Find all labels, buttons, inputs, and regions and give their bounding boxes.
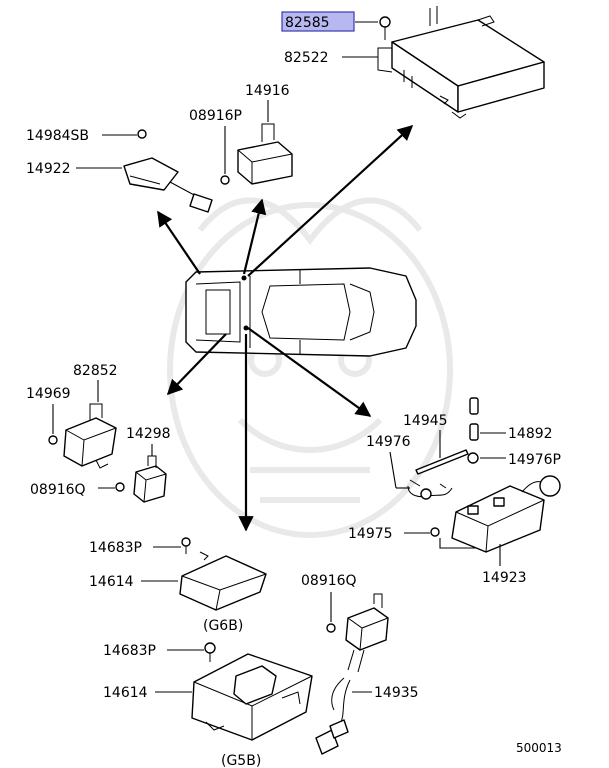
label-14922[interactable]: 14922 <box>26 161 71 177</box>
label-14984SB[interactable]: 14984SB <box>26 128 89 144</box>
label-14683P-top[interactable]: 14683P <box>89 540 142 556</box>
label-14976P[interactable]: 14976P <box>508 452 561 468</box>
label-14969[interactable]: 14969 <box>26 386 71 402</box>
label-14935[interactable]: 14935 <box>374 685 419 701</box>
label-08916Q-left[interactable]: 08916Q <box>30 482 86 498</box>
screw-08916Q-left[interactable] <box>115 482 125 492</box>
label-14892[interactable]: 14892 <box>508 426 553 442</box>
screw-14969[interactable] <box>48 435 58 445</box>
relay-82852[interactable] <box>63 403 117 469</box>
label-14683P-bottom[interactable]: 14683P <box>103 643 156 659</box>
arrow-to-82522 <box>247 124 414 277</box>
clip-14976P[interactable] <box>467 452 479 464</box>
relay-14916[interactable] <box>237 123 293 185</box>
screw-14975[interactable] <box>430 527 440 537</box>
screw-08916Q-bottom[interactable] <box>326 623 336 633</box>
label-82852[interactable]: 82852 <box>73 363 118 379</box>
screw-08916P[interactable] <box>220 175 230 185</box>
label-14945[interactable]: 14945 <box>403 413 448 429</box>
label-g5b: (G5B) <box>221 753 261 768</box>
label-g6b: (G6B) <box>203 618 243 634</box>
location-dot-center <box>243 325 249 331</box>
label-14614-bottom[interactable]: 14614 <box>103 685 148 701</box>
sensor-14922[interactable] <box>123 157 213 213</box>
label-08916Q-bottom[interactable]: 08916Q <box>301 573 357 589</box>
label-14298[interactable]: 14298 <box>126 426 171 442</box>
label-14916[interactable]: 14916 <box>245 83 290 99</box>
pin-14892-a[interactable] <box>469 397 479 415</box>
label-08916P[interactable]: 08916P <box>189 108 242 124</box>
arrow-to-14916 <box>242 198 267 275</box>
location-dot-front <box>241 275 247 281</box>
label-14923[interactable]: 14923 <box>482 570 527 586</box>
label-14976[interactable]: 14976 <box>366 434 411 450</box>
bolt-82585[interactable] <box>379 16 391 40</box>
module-14923[interactable] <box>451 475 561 553</box>
relay-14298[interactable] <box>133 455 167 503</box>
harness-14976[interactable] <box>407 479 453 500</box>
label-14975[interactable]: 14975 <box>348 526 393 542</box>
diagram-number: 500013 <box>516 741 562 755</box>
label-82522[interactable]: 82522 <box>284 50 329 66</box>
arrow-to-82852 <box>166 333 227 396</box>
label-14614-top[interactable]: 14614 <box>89 574 134 590</box>
label-82585[interactable]: 82585 <box>285 15 330 31</box>
module-14614-g6b[interactable] <box>179 551 267 611</box>
watermark-emblem <box>167 197 453 538</box>
arrow-to-14923 <box>247 327 372 417</box>
bolt-14683P-bottom[interactable] <box>204 642 216 662</box>
bolt-14683P-top[interactable] <box>181 537 191 554</box>
pin-14892-b[interactable] <box>469 423 479 441</box>
control-unit-82522[interactable] <box>377 6 545 119</box>
relay-14935[interactable] <box>315 593 389 755</box>
highlight-box-82585[interactable] <box>281 11 355 32</box>
arrow-to-14922 <box>157 210 201 275</box>
bolt-14984SB[interactable] <box>137 129 147 139</box>
strap-14945[interactable] <box>415 449 469 475</box>
vehicle-outline <box>185 267 417 357</box>
module-14614-g5b[interactable] <box>191 653 313 741</box>
